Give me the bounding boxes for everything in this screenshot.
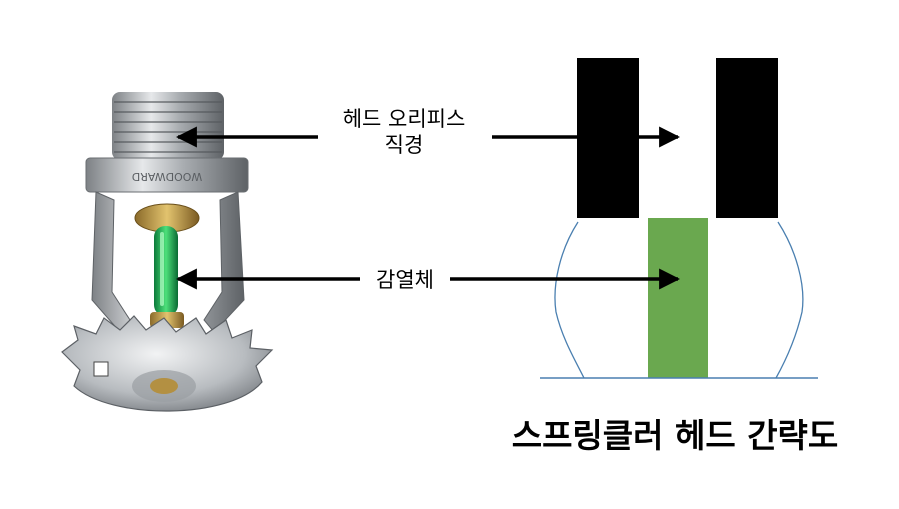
frame-outline-left <box>554 221 585 379</box>
deflector <box>61 315 274 412</box>
svg-text:WOODWARD: WOODWARD <box>132 170 203 183</box>
sprinkler-photo: WOODWARD <box>61 92 274 412</box>
hex-body <box>85 157 249 193</box>
bulb-label: 감열체 <box>376 268 434 292</box>
frame-outline-right <box>775 221 804 379</box>
orifice-label-line2: 직경 <box>385 133 424 157</box>
thread-section <box>112 92 224 160</box>
orifice-label-line1: 헤드 오리피스 <box>343 107 466 131</box>
schematic <box>540 58 818 379</box>
bulb-element <box>648 218 708 378</box>
orifice-block-right <box>716 58 778 218</box>
diagram-title: 스프링클러 헤드 간략도 <box>512 416 839 455</box>
glass-bulb <box>154 226 178 316</box>
